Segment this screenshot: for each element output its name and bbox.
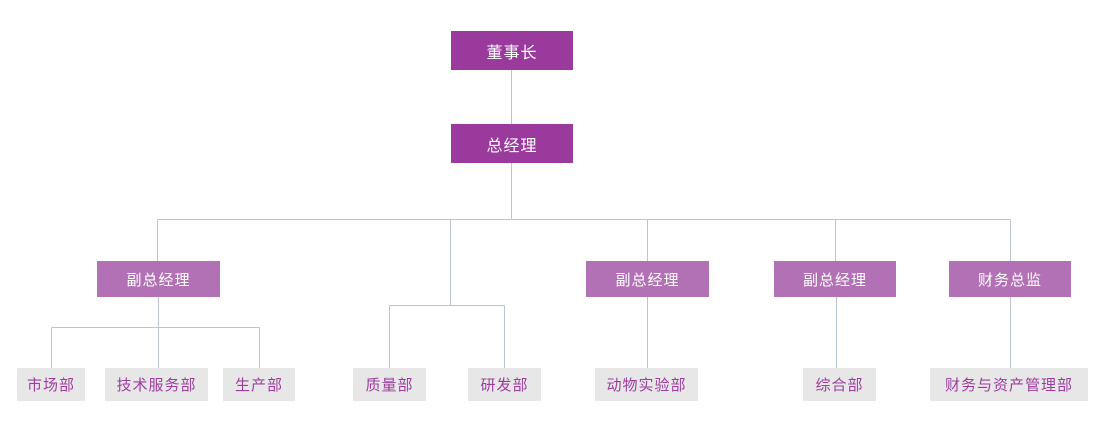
- org-node-deputy-gm-3: 副总经理: [774, 261, 896, 297]
- org-node-general-affairs-dept: 综合部: [803, 368, 876, 401]
- org-node-tech-service-dept: 技术服务部: [105, 368, 208, 401]
- org-node-rnd-dept: 研发部: [468, 368, 541, 401]
- org-node-finance-director: 财务总监: [949, 261, 1071, 297]
- org-node-chairman: 董事长: [451, 31, 573, 70]
- org-node-animal-lab-dept: 动物实验部: [595, 368, 698, 401]
- org-node-production-dept: 生产部: [223, 368, 295, 401]
- org-node-deputy-gm-2: 副总经理: [586, 261, 709, 297]
- org-node-deputy-gm-1: 副总经理: [97, 261, 220, 297]
- org-node-quality-dept: 质量部: [353, 368, 426, 401]
- org-node-marketing-dept: 市场部: [17, 368, 85, 401]
- org-node-finance-asset-dept: 财务与资产管理部: [930, 368, 1088, 401]
- org-node-general-manager: 总经理: [451, 124, 573, 163]
